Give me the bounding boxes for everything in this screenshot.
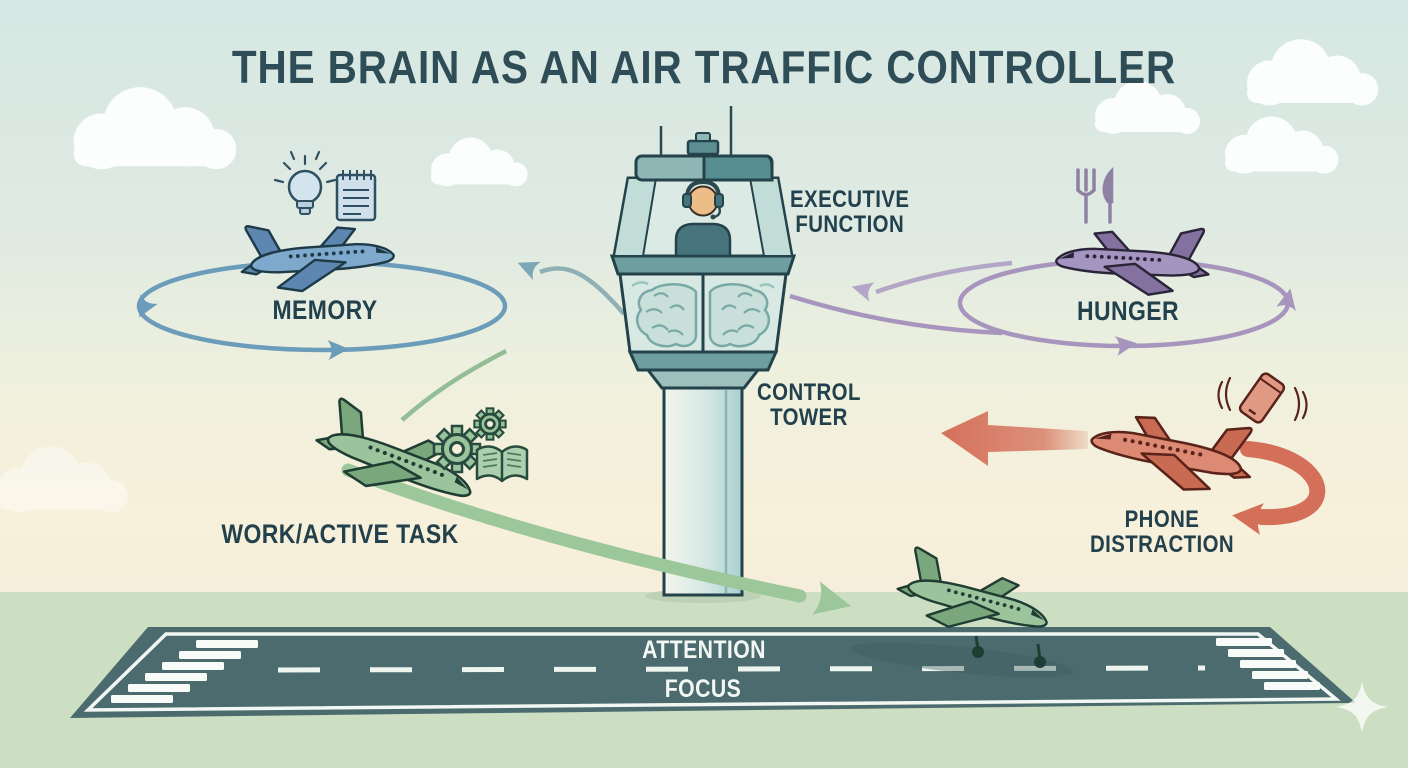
runway-threshold-right	[1216, 638, 1320, 690]
distraction-reject-arrow	[941, 411, 1088, 466]
brain-icon	[635, 283, 771, 348]
work-active-task-label: WORK/ACTIVE TASK	[221, 519, 459, 549]
attention-path-arrow	[341, 463, 852, 615]
gear-icon	[432, 407, 507, 474]
lightbulb-icon	[273, 150, 337, 215]
page-title: THE BRAIN AS AN AIR TRAFFIC CONTROLLER	[231, 41, 1177, 93]
u-turn-arrow	[1232, 441, 1326, 535]
runway-centerline	[277, 665, 1206, 673]
work-approach-curve	[400, 349, 508, 422]
attention-label: ATTENTION	[642, 636, 766, 664]
fork-knife-icon	[1076, 166, 1114, 224]
memory-label: MEMORY	[272, 295, 378, 325]
hunger-dispatch-curves	[789, 260, 1013, 336]
phone-icon	[1217, 372, 1308, 424]
notepad-icon	[335, 170, 377, 222]
control-tower-label: CONTROL TOWER	[757, 379, 861, 431]
runway	[70, 627, 1356, 718]
memory-dispatch-curve	[513, 253, 626, 316]
headset-icon	[685, 179, 721, 199]
book-icon	[475, 445, 529, 483]
runway-threshold-left	[111, 640, 258, 703]
hunger-label: HUNGER	[1076, 296, 1180, 326]
executive-function-label: EXECUTIVE FUNCTION	[790, 186, 910, 238]
focus-label: FOCUS	[664, 675, 742, 703]
control-tower	[609, 106, 797, 603]
sparkle-icon	[1336, 681, 1388, 733]
landing-plane-shadow	[850, 642, 1074, 678]
controller-person	[674, 179, 732, 258]
phone-distraction-label: PHONE DISTRACTION	[1089, 506, 1235, 558]
landing-plane	[891, 545, 1057, 668]
